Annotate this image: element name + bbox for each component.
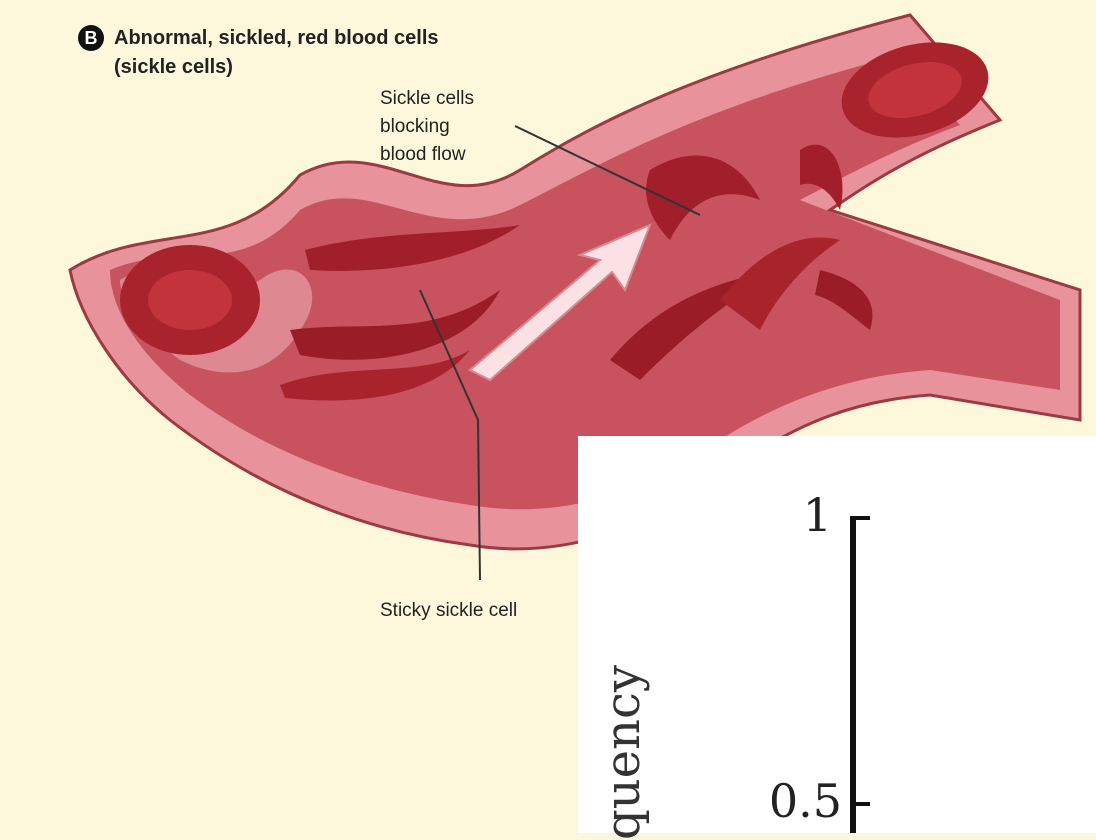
panel-badge: B [78,25,104,51]
inset-y-axis-label: quency [595,630,685,840]
inset-tick-1: 1 [752,488,832,542]
panel-title-line2: (sickle cells) [114,53,439,82]
blocking-label-line3: blood flow [380,141,474,169]
inset-tick-0.5: 0.5 [762,774,842,828]
blocking-label-line2: blocking [380,113,474,141]
sticky-sickle-cell-label: Sticky sickle cell [380,597,517,625]
blocking-label: Sickle cells blocking blood flow [380,85,474,169]
panel-title: Abnormal, sickled, red blood cells (sick… [114,24,439,82]
panel-title-line1: Abnormal, sickled, red blood cells [114,24,439,53]
blocking-label-line1: Sickle cells [380,85,474,113]
